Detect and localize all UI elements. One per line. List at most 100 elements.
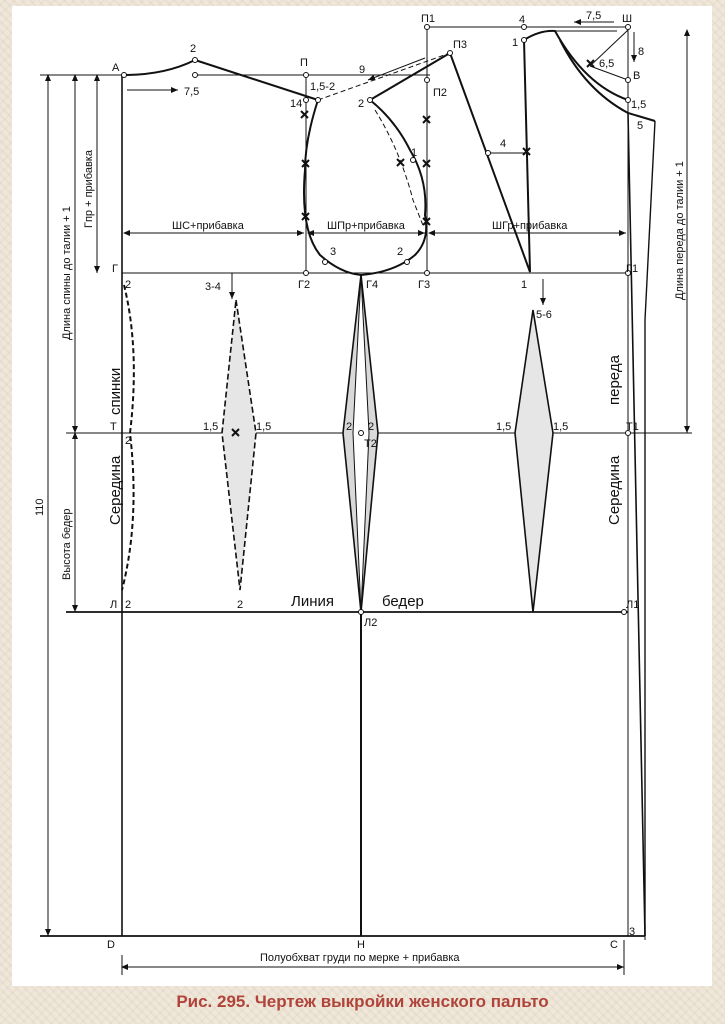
back-neck-curve — [123, 59, 196, 76]
point-g3 — [424, 270, 430, 276]
front-edge-line — [627, 112, 646, 937]
point-15-front — [625, 97, 631, 103]
point-sh — [625, 24, 631, 30]
construction-lines — [40, 19, 692, 975]
cross-mark — [586, 59, 595, 68]
cross-mark — [396, 158, 405, 167]
point-a — [121, 72, 127, 78]
measure-7-5-top: 7,5 — [586, 10, 601, 22]
construction-points — [121, 24, 631, 615]
point-4-front — [485, 150, 491, 156]
darts — [221, 274, 554, 613]
measure-labels: 2 7,5 1,5-2 14 9 2 1 4 7,5 1 8 6,5 1,5 5… — [125, 10, 646, 938]
vertical-captions: Длина спины до талии + 1 Гпр + прибавка … — [34, 149, 686, 580]
back-center-label-2: спинки — [107, 368, 124, 415]
measure-5-front: 5 — [637, 120, 643, 132]
measure-1-5-b: 1,5 — [256, 421, 271, 433]
cross-mark — [231, 428, 240, 437]
measure-3-hem: 3 — [629, 926, 635, 938]
label-l1: Л1 — [626, 599, 639, 611]
point-g2 — [303, 270, 309, 276]
measure-2-t-left: 2 — [125, 435, 131, 447]
measure-2-shoulder: 2 — [190, 43, 196, 55]
back-center-label-1: Середина — [107, 455, 124, 525]
front-neck-curve — [523, 29, 629, 101]
label-t: Т — [110, 421, 117, 433]
point-p — [303, 72, 309, 78]
point-g2-3 — [322, 259, 328, 265]
point-labels: А П П1 П3 П2 Ш В Г Г1 Г2 Г3 Г4 Т Т1 Т2 Л… — [107, 13, 640, 951]
cross-mark — [422, 159, 431, 168]
half-bust-label: Полуобхват груди по мерке + прибавка — [260, 952, 460, 964]
front-shoulder-line — [369, 52, 451, 101]
neck-diagonal — [589, 29, 629, 67]
label-g1: Г1 — [626, 263, 638, 275]
label-v: В — [633, 70, 640, 82]
cross-mark — [422, 217, 431, 226]
point-2 — [192, 57, 198, 63]
back-shoulder-line — [194, 59, 319, 101]
dashed-shoulder — [317, 52, 451, 101]
lapel-line — [559, 39, 656, 122]
label-sh: Ш — [622, 13, 632, 25]
measure-2-t-b: 2 — [368, 421, 374, 433]
label-p2: П2 — [433, 87, 447, 99]
front-length-label: Длина переда до талии + 1 — [674, 161, 686, 300]
point-2b — [192, 72, 198, 78]
measure-3-4: 3-4 — [205, 281, 221, 293]
measure-2-t-a: 2 — [346, 421, 352, 433]
front-center-label-1: Середина — [606, 455, 623, 525]
point-14 — [303, 97, 309, 103]
measure-1-neck: 1 — [512, 37, 518, 49]
front-side-edge — [644, 120, 656, 936]
cross-mark — [300, 110, 309, 119]
hip-line-label-1: Линия — [291, 593, 334, 610]
front-armhole-curve — [360, 99, 428, 276]
hip-line-label-2: бедер — [382, 593, 424, 610]
arrow-9 — [367, 57, 426, 81]
v-line — [589, 65, 629, 81]
figure-caption: Рис. 295. Чертеж выкройки женского пальт… — [176, 992, 549, 1011]
point-p2 — [424, 77, 430, 83]
measure-1-5-a: 1,5 — [203, 421, 218, 433]
measure-8: 8 — [638, 46, 644, 58]
label-g: Г — [112, 263, 118, 275]
cross-marks — [231, 59, 595, 437]
back-dart — [221, 299, 257, 591]
label-s: С — [610, 939, 618, 951]
total-length-label: 110 — [34, 498, 46, 516]
point-v — [625, 77, 631, 83]
measure-5-6: 5-6 — [536, 309, 552, 321]
measure-1-5-2: 1,5-2 — [310, 81, 335, 93]
point-l2 — [358, 609, 364, 615]
label-p: П — [300, 57, 308, 69]
armhole-depth-label: Гпр + прибавка — [83, 149, 95, 228]
measure-1-armhole: 1 — [411, 147, 417, 159]
measure-2-armhole-left: 2 — [358, 98, 364, 110]
label-g3: Г3 — [418, 279, 430, 291]
measure-2-back: 2 — [125, 279, 131, 291]
point-1-neck — [521, 37, 527, 43]
label-t1: Т1 — [626, 421, 639, 433]
measure-2-hip-dart: 2 — [237, 599, 243, 611]
measure-7-5-left: 7,5 — [184, 86, 199, 98]
point-l1 — [621, 609, 627, 615]
cross-mark — [422, 115, 431, 124]
point-p3 — [447, 50, 453, 56]
label-g4: Г4 — [366, 279, 378, 291]
dimension-captions: ШС+прибавка ШПр+прибавка ШГр+прибавка Ли… — [172, 220, 568, 964]
point-15 — [315, 97, 321, 103]
garment-outline — [123, 29, 656, 936]
label-p1: П1 — [421, 13, 435, 25]
label-l2: Л2 — [364, 617, 377, 629]
back-width-label: ШС+прибавка — [172, 220, 245, 232]
chest-width-label: ШГр+прибавка — [492, 220, 568, 232]
armhole-width-label: ШПр+прибавка — [327, 220, 406, 232]
point-g1 — [625, 270, 631, 276]
front-center-label-2: переда — [606, 354, 623, 405]
point-4-top — [521, 24, 527, 30]
measure-1-5-c: 1,5 — [496, 421, 511, 433]
measure-14: 14 — [290, 98, 302, 110]
